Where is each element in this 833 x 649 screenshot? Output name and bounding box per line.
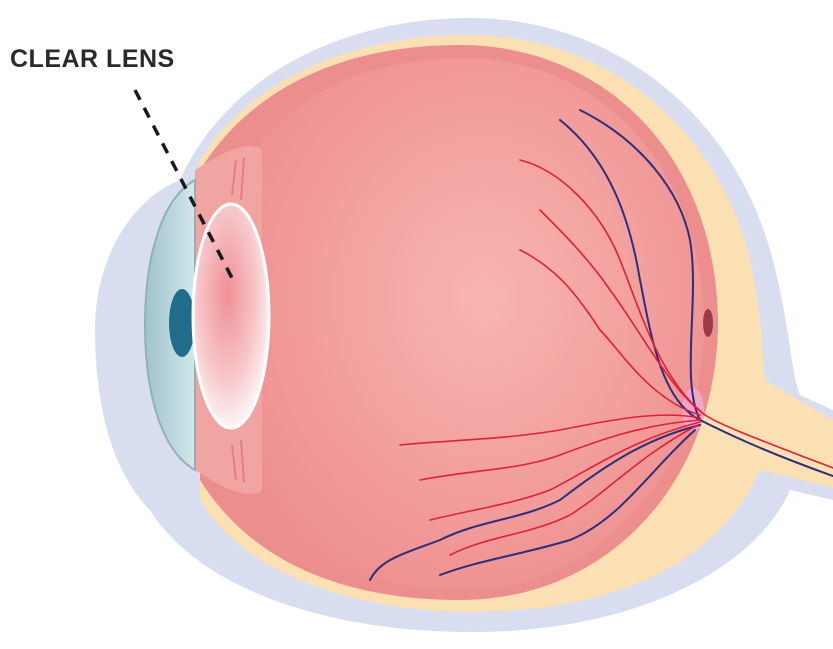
pupil <box>169 289 195 357</box>
lens <box>193 204 269 428</box>
lens-label: CLEAR LENS <box>10 45 175 74</box>
fovea <box>703 309 713 337</box>
